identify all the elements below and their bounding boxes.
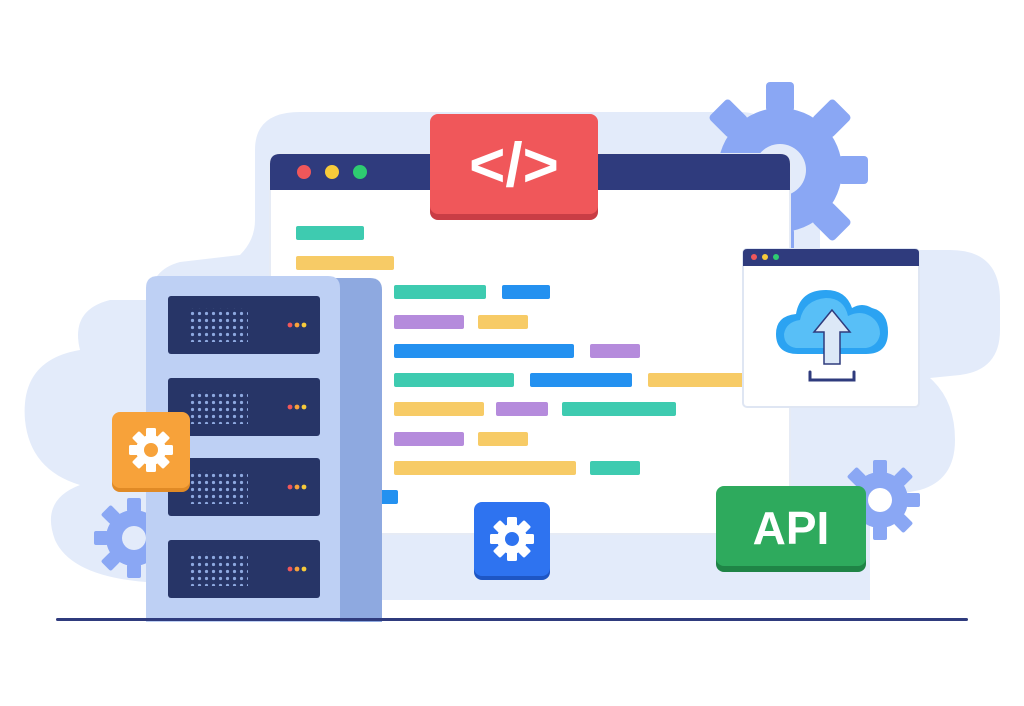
server-units: [168, 296, 320, 598]
code-brackets-icon: </>: [469, 131, 559, 200]
gear-icon: [129, 428, 173, 472]
api-label: API: [753, 502, 830, 554]
cloud-upload-window: [742, 248, 920, 408]
server-icon: [146, 276, 382, 622]
maximize-dot: [353, 165, 367, 179]
code-editor-window: [269, 153, 791, 535]
close-dot: [297, 165, 311, 179]
minimize-dot: [325, 165, 339, 179]
ground-line: [56, 618, 968, 621]
gear-icon: [490, 517, 534, 561]
api-badge: API: [716, 486, 866, 572]
orange-settings-tile: [112, 412, 190, 492]
code-lines: [296, 226, 744, 504]
blue-settings-tile: [474, 502, 550, 580]
code-badge: </>: [430, 114, 598, 220]
cloud-upload-icon: [776, 290, 888, 382]
